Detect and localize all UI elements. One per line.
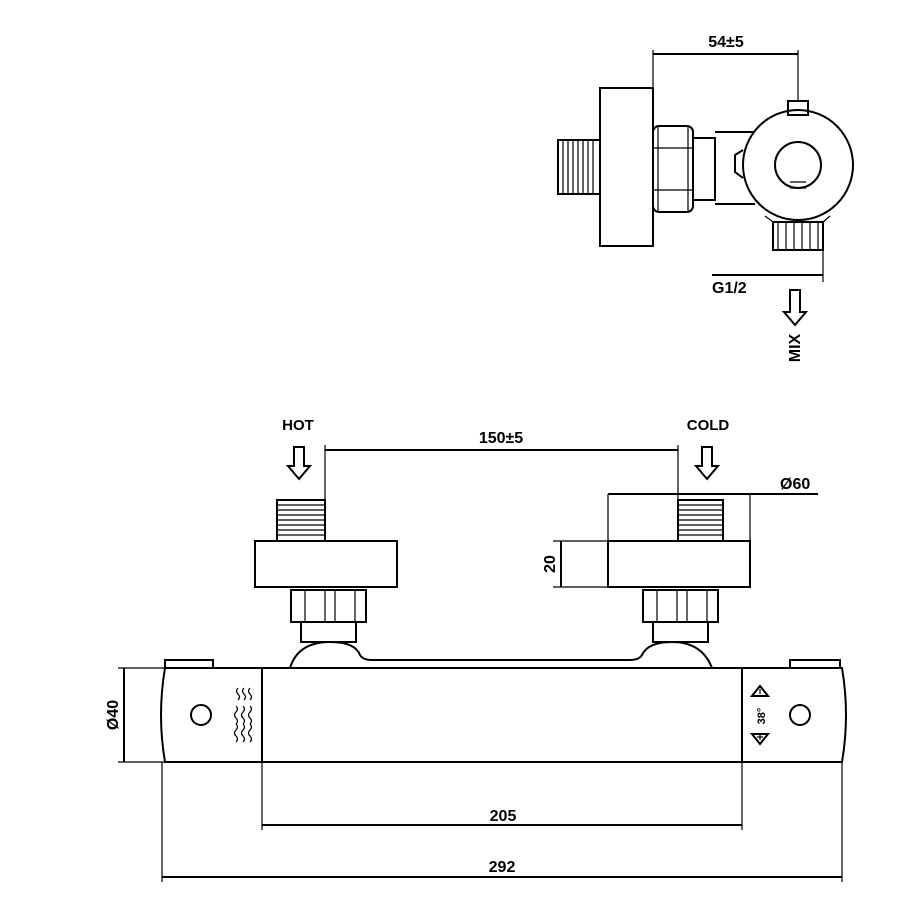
dimension-body-length: 205 (261, 762, 743, 830)
side-view: 54±5 G1/2 MIX (557, 34, 854, 362)
side-valve-body (734, 100, 854, 221)
dimension-centres-label: 150±5 (479, 430, 523, 447)
thread-label: G1/2 (712, 280, 747, 297)
temperature-icon: 38° (749, 684, 771, 746)
side-threaded-inlet (557, 139, 601, 195)
dimension-flange-diameter-label: Ø60 (780, 476, 810, 493)
dimension-depth: 54±5 (652, 34, 799, 100)
hot-hex-nut (290, 589, 367, 623)
dimension-flange-height: 20 (542, 540, 608, 588)
left-control-handle[interactable] (160, 659, 263, 763)
hot-flow-arrow (285, 446, 313, 481)
cold-flow-arrow (693, 446, 721, 481)
side-hex-nut (652, 125, 694, 213)
side-connector (692, 131, 755, 205)
hot-threaded-inlet (276, 499, 326, 542)
dimension-body-diameter: Ø40 (105, 667, 165, 763)
hot-inlet-pipe (300, 621, 357, 643)
thermostat-body: 38° (160, 640, 847, 763)
right-control-handle[interactable]: 38° (741, 659, 847, 763)
cold-inlet-pipe (652, 621, 709, 643)
cold-threaded-inlet (677, 499, 724, 542)
front-view: HOT COLD 150±5 (105, 417, 847, 882)
side-mix-outlet (764, 215, 831, 251)
side-wall-flange (599, 87, 654, 247)
mix-label: MIX (787, 333, 804, 362)
dimension-total-length-label: 292 (489, 859, 516, 876)
flow-icon (233, 687, 253, 743)
mix-flow-arrow: MIX (781, 289, 809, 362)
dimension-flange-diameter: Ø60 (607, 476, 818, 541)
temperature-stop-label: 38° (756, 708, 768, 725)
dimension-flange-height-label: 20 (542, 555, 559, 573)
dimension-body-diameter-label: Ø40 (105, 700, 122, 730)
dimension-centres: 150±5 (324, 430, 679, 500)
dimension-depth-label: 54±5 (708, 34, 744, 51)
cold-inlet-assembly (607, 499, 751, 643)
dimension-total-length: 292 (161, 762, 843, 882)
hot-wall-flange (254, 540, 398, 588)
cold-hex-nut (642, 589, 719, 623)
dimension-thread: G1/2 (712, 250, 824, 297)
hot-inlet-assembly (254, 499, 398, 643)
dimension-body-length-label: 205 (490, 808, 517, 825)
cold-wall-flange (607, 540, 751, 588)
cold-label: COLD (687, 417, 730, 434)
hot-label: HOT (282, 417, 314, 434)
